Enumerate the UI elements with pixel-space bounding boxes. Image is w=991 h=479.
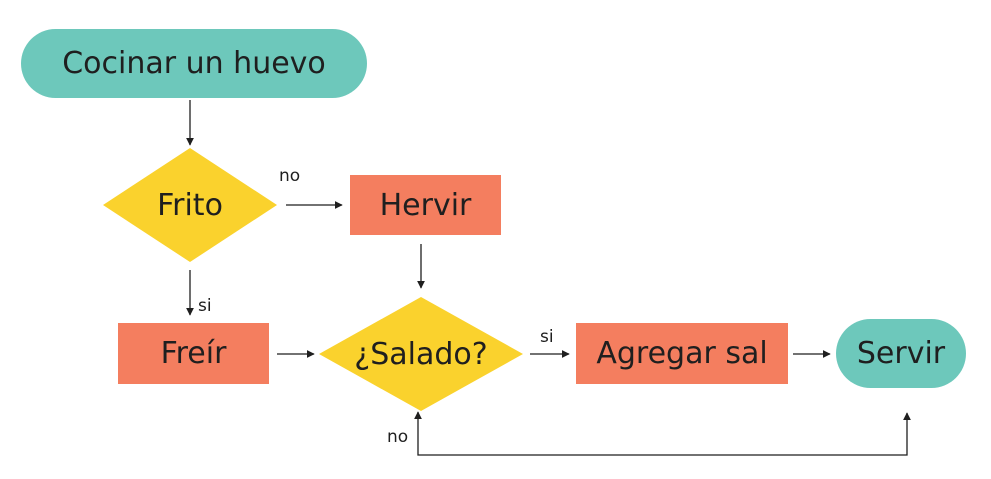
decision-diamond-salado — [319, 297, 523, 411]
edge-label-frito-si: si — [198, 296, 212, 316]
process-hervir: Hervir — [350, 175, 501, 235]
decision-label-salado: ¿Salado? — [354, 336, 488, 372]
process-freir: Freír — [118, 323, 269, 384]
edge-label-salado-si: si — [540, 327, 554, 347]
edge-label-frito-no: no — [279, 166, 301, 186]
process-agregar-sal: Agregar sal — [576, 323, 788, 384]
decision-label-frito: Frito — [157, 187, 223, 223]
start-terminal: Cocinar un huevo — [21, 29, 367, 98]
arrow-salado-to-servir-no — [414, 411, 911, 456]
end-terminal-servir: Servir — [836, 319, 966, 388]
decision-diamond-frito — [103, 148, 277, 262]
edge-label-salado-no: no — [387, 427, 409, 447]
